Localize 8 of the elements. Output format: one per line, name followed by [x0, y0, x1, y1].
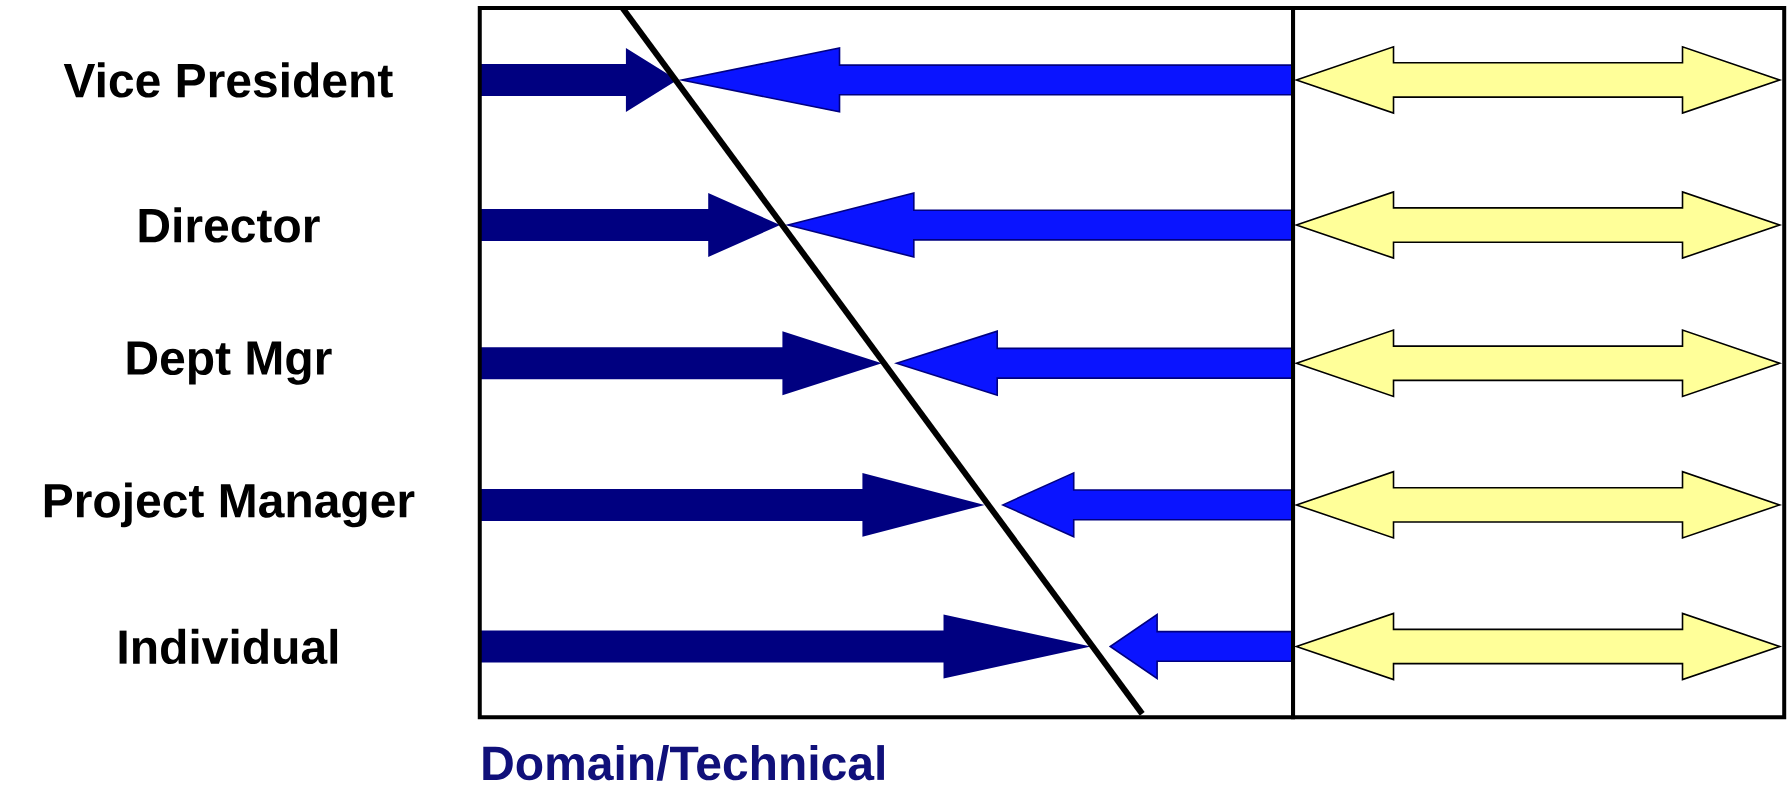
- panel-box: Domain/Technical: [477, 6, 1296, 781]
- row-label: Director: [139, 207, 320, 243]
- row-label: Vice President: [63, 62, 393, 98]
- row-label: Project Manager: [44, 482, 415, 528]
- row-label: Dept Mgr: [127, 341, 332, 385]
- row-label: Individual: [119, 628, 338, 665]
- panel-box: [1291, 6, 1787, 720]
- node-label: Domain/Technical: [483, 745, 884, 781]
